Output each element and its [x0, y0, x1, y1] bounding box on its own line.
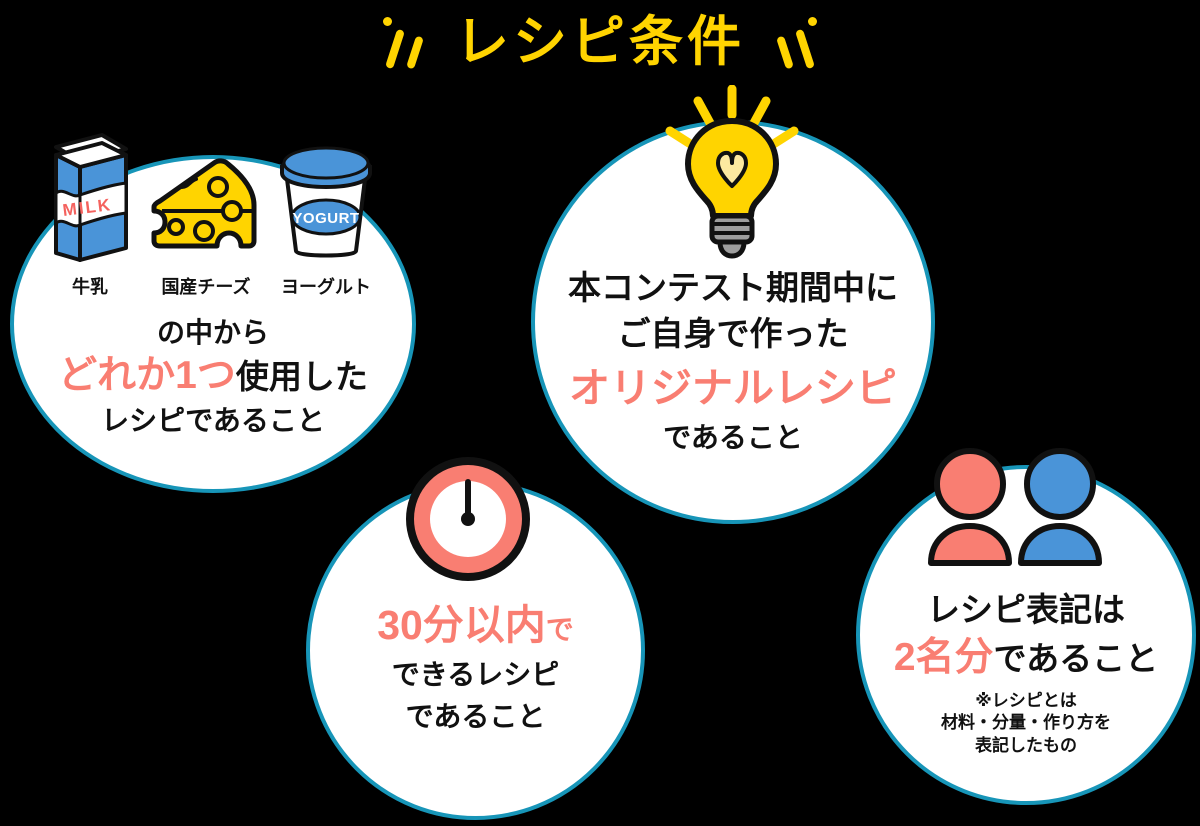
milk-carton-icon: MILK	[54, 133, 128, 262]
svg-text:YOGURT: YOGURT	[292, 210, 359, 227]
title-decoration-right	[763, 11, 823, 73]
ingredient-milk-label: 牛乳	[72, 277, 108, 297]
condition-servings-text: レシピ表記は 2名分であること	[856, 590, 1196, 682]
condition-circle-servings	[856, 465, 1196, 805]
servings-line-2: 2名分であること	[856, 634, 1196, 682]
cheese-wedge-icon	[151, 158, 257, 249]
condition-time-text: 30分以内で できるレシピ であること	[306, 600, 645, 734]
original-line-1: 本コンテスト期間中に	[568, 269, 898, 306]
ingredient-yogurt-label: ヨーグルト	[281, 277, 371, 297]
ingredient-cheese-label: 国産チーズ	[161, 277, 251, 297]
ingredients-line-2-suffix: 使用した	[235, 358, 368, 396]
servings-highlight: 2名分	[893, 636, 994, 680]
clock-icon	[406, 457, 530, 581]
ingredients-line-1: の中から	[156, 317, 269, 348]
servings-line-2-suffix: であること	[993, 640, 1159, 678]
original-highlight: オリジナルレシピ	[569, 364, 897, 411]
time-line-1-suffix: で	[545, 614, 574, 645]
title-decoration-left	[377, 11, 437, 73]
lightbulb-icon	[665, 85, 799, 259]
condition-original-text: 本コンテスト期間中に ご自身で作った オリジナルレシピ であること	[531, 268, 935, 455]
page-title: レシピ条件	[0, 2, 1200, 82]
yogurt-cup-icon: YOGURT	[280, 146, 372, 258]
original-line-4: であること	[663, 421, 803, 453]
servings-note-line-3: 表記したもの	[975, 735, 1077, 755]
ingredients-line-3: レシピであること	[101, 404, 325, 436]
servings-note-line-2: 材料・分量・作り方を	[941, 713, 1111, 733]
servings-line-1: レシピ表記は	[927, 591, 1125, 628]
two-people-icon	[928, 448, 1102, 566]
time-highlight: 30分以内	[377, 602, 546, 648]
servings-note-line-1: ※レシピとは	[975, 691, 1077, 710]
servings-note: ※レシピとは 材料・分量・作り方を 表記したもの	[856, 690, 1196, 757]
ingredients-line-2: どれか1つ使用した	[10, 352, 416, 400]
ingredients-highlight: どれか1つ	[58, 354, 236, 398]
time-line-1: 30分以内で	[306, 600, 645, 650]
time-line-2: できるレシピ	[391, 659, 560, 691]
time-line-3: であること	[405, 701, 546, 733]
original-line-2: ご自身で作った	[617, 315, 849, 353]
page-title-text: レシピ条件	[455, 12, 745, 72]
ingredient-icon-row: MILK 牛乳 国産チーズ	[18, 125, 410, 300]
condition-ingredients-text: の中から どれか1つ使用した レシピであること	[10, 316, 416, 438]
